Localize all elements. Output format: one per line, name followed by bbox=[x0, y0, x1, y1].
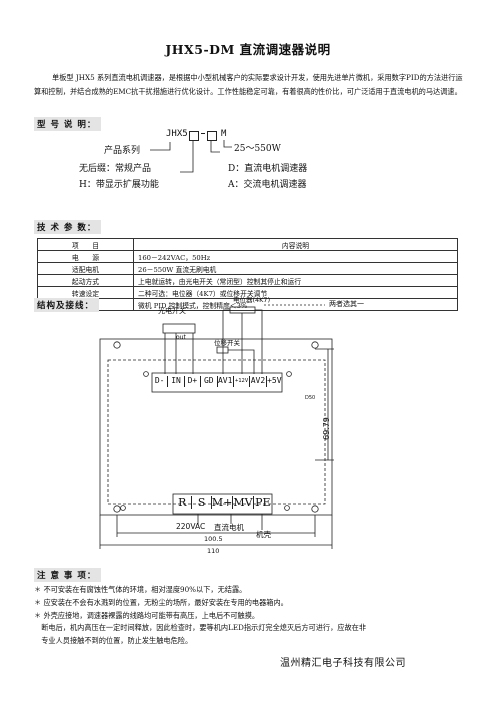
type-d-label: D：直流电机调速器 bbox=[228, 164, 308, 174]
terminal-m-plus: M+ bbox=[211, 496, 234, 509]
choose-one-label: 两者选其一 bbox=[329, 300, 364, 308]
terminal-r: R bbox=[173, 496, 193, 509]
document-title: JHX5-DM 直流调速器说明 bbox=[165, 42, 331, 57]
specs-heading: 技 术 参 数： bbox=[34, 220, 102, 234]
terminal-d-minus: D- bbox=[152, 376, 169, 387]
model-code-dash bbox=[201, 133, 205, 134]
dim-hole: D50 bbox=[305, 395, 316, 401]
dim-width-inner: 100.5 bbox=[204, 535, 223, 543]
list-item: ＊ 不可安装在有腐蚀性气体的环境，相对湿度90%以下，无结露。 bbox=[34, 585, 247, 594]
model-code-prefix: JHX5 bbox=[166, 129, 188, 139]
mount-hole-br bbox=[311, 505, 319, 513]
terminal-s: S bbox=[192, 496, 212, 509]
screw-bottom-right bbox=[284, 505, 290, 511]
terminal-d-plus: D+ bbox=[185, 376, 202, 387]
suffix-leader bbox=[180, 140, 194, 173]
bottom-terminal-block bbox=[172, 493, 273, 515]
company-name: 温州精汇电子科技有限公司 bbox=[280, 658, 406, 669]
suffix-h-label: H：带显示扩展功能 bbox=[79, 180, 159, 190]
list-item: 专业人员接触不到的位置，防止发生触电危险。 bbox=[34, 636, 193, 646]
terminal-gd: GD bbox=[201, 376, 218, 387]
mount-hole-tr bbox=[311, 341, 319, 349]
terminal-pe: PE bbox=[255, 496, 271, 509]
series-leader bbox=[150, 142, 171, 151]
photo-switch-label: 光电开关 bbox=[158, 307, 186, 315]
screw-top-left bbox=[143, 371, 149, 377]
model-code-box-2 bbox=[207, 131, 217, 141]
power-leader bbox=[223, 140, 232, 148]
mount-hole-bl bbox=[113, 505, 121, 513]
list-item: 断电后，机内高压在一定时间释放，因此检查时，要等机内LED指示灯完全熄灭后方可进… bbox=[34, 623, 367, 633]
model-heading: 型 号 说 明： bbox=[34, 117, 102, 131]
type-a-label: A：交流电机调速器 bbox=[228, 180, 307, 190]
screw-bottom-left bbox=[120, 505, 126, 511]
top-terminal-block bbox=[151, 372, 283, 393]
list-item: ＊ 外壳应接地，调速器裸露的线路均可能带有高压，上电后不可触摸。 bbox=[34, 610, 260, 620]
top-terminal-labels: D- IN D+ GD AV1 +12V AV2 +5V bbox=[152, 376, 282, 387]
pot-wire-right bbox=[255, 309, 263, 374]
bottom-terminal-labels: R S M+ MV PE bbox=[173, 496, 272, 509]
terminal-av1: AV1 bbox=[217, 376, 234, 387]
list-item: ＊ 应安装在不会有水溅到的位置，无粉尘的场所，最好安装在专用的电器箱内。 bbox=[34, 597, 288, 607]
notes-heading: 注 意 事 项： bbox=[34, 568, 102, 582]
potentiometer-label: 电位器(4K7) bbox=[233, 296, 271, 304]
potentiometer-body bbox=[229, 306, 256, 314]
board-inner-outline bbox=[107, 359, 326, 505]
notes-list: ＊ 不可安装在有腐蚀性气体的环境，相对湿度90%以下，无结露。 ＊ 应安装在不会… bbox=[34, 584, 474, 648]
model-code-box-1 bbox=[189, 131, 199, 141]
label-motor: 直流电机 bbox=[214, 523, 244, 532]
screw-top-right bbox=[286, 371, 292, 377]
terminal-12v: +12V bbox=[234, 376, 251, 387]
photo-switch-out: out bbox=[176, 334, 186, 341]
mount-hole-tl bbox=[113, 341, 121, 349]
terminal-av2: AV2 bbox=[250, 376, 267, 387]
dim-height: 69.79 bbox=[322, 417, 331, 440]
terminal-5v: +5V bbox=[267, 376, 282, 385]
terminal-in: IN bbox=[168, 376, 185, 387]
label-chassis: 机壳 bbox=[256, 530, 271, 539]
board-outline bbox=[99, 338, 333, 516]
intro-paragraph: 单板型 JHX5 系列直流电机调速器，是根据中小型机械客户的实际要求设计开发，使… bbox=[34, 73, 463, 96]
series-label: 产品系列 bbox=[104, 146, 141, 156]
spec-value: 微机 PID 控制模式，控制精度＜3% bbox=[133, 298, 458, 311]
displacement-switch-body bbox=[216, 346, 229, 354]
disp-wire bbox=[228, 349, 255, 374]
dim-width-outer: 110 bbox=[207, 547, 220, 555]
power-range: 25～550W bbox=[234, 144, 281, 154]
type-leader bbox=[210, 140, 220, 153]
suffix-none-label: 无后缀：常规产品 bbox=[79, 164, 152, 174]
displacement-switch-label: 位移开关 bbox=[214, 339, 240, 347]
model-code-suffix: M bbox=[221, 129, 227, 139]
terminal-mv: MV bbox=[233, 496, 254, 509]
wiring-heading: 结构及接线： bbox=[34, 298, 100, 312]
photo-switch-body bbox=[162, 323, 196, 334]
label-220vac: 220VAC bbox=[176, 522, 206, 531]
